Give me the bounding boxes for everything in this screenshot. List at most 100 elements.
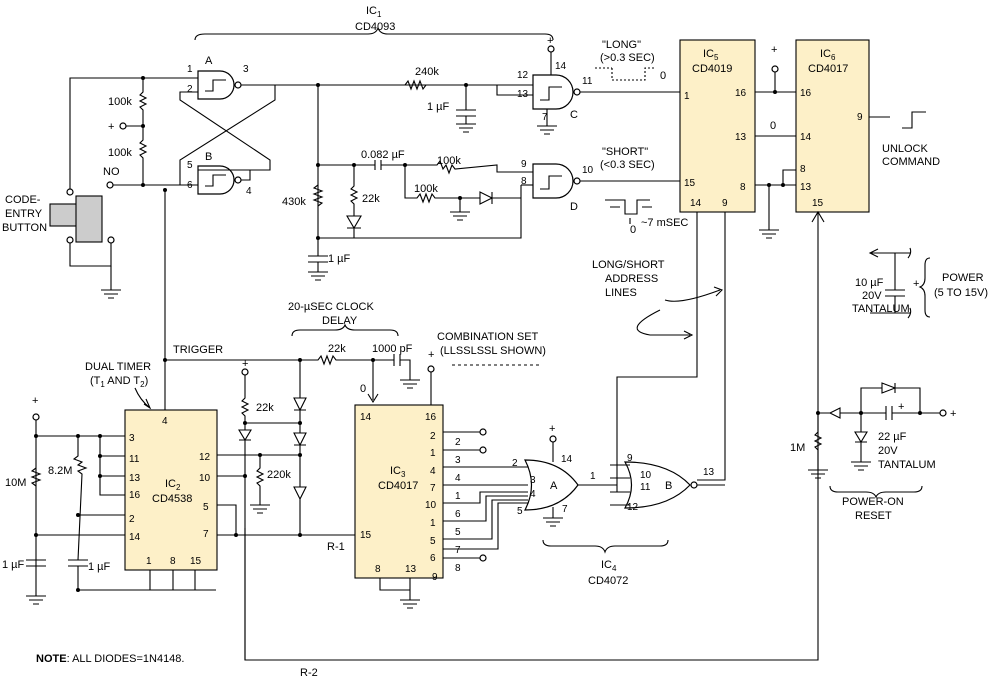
svg-text:1 µF: 1 µF [427, 101, 450, 113]
svg-text:CD4019: CD4019 [692, 63, 732, 75]
svg-text:220k: 220k [267, 469, 291, 481]
svg-text:9: 9 [432, 572, 438, 583]
svg-text:14: 14 [555, 61, 567, 72]
svg-text:100k: 100k [108, 147, 132, 159]
svg-text:1: 1 [146, 556, 152, 567]
svg-text:100k: 100k [437, 155, 461, 167]
svg-text:NO: NO [103, 166, 120, 178]
svg-text:LONG/SHORT: LONG/SHORT [592, 259, 665, 271]
svg-text:LINES: LINES [605, 287, 637, 299]
svg-text:A: A [550, 480, 558, 492]
svg-text:10: 10 [199, 473, 211, 484]
svg-text:R-2: R-2 [300, 667, 318, 678]
svg-text:POWER: POWER [942, 272, 984, 284]
svg-text:IC5: IC5 [703, 48, 719, 62]
svg-text:CD4017: CD4017 [808, 63, 848, 75]
code-entry-button: CODE- ENTRY BUTTON [2, 188, 121, 299]
svg-text:20-µSEC CLOCK: 20-µSEC CLOCK [288, 301, 374, 313]
ic1-brace [194, 26, 554, 41]
svg-text:1M: 1M [790, 442, 805, 454]
svg-text:6: 6 [455, 509, 461, 520]
svg-text:16: 16 [735, 88, 747, 99]
svg-text:1: 1 [455, 491, 461, 502]
svg-text:4: 4 [455, 473, 461, 484]
svg-text:8: 8 [170, 556, 176, 567]
svg-text:D: D [570, 201, 578, 213]
svg-text:0.082 µF: 0.082 µF [361, 149, 405, 161]
svg-text:13: 13 [517, 89, 529, 100]
svg-text:CD4538: CD4538 [152, 493, 192, 505]
svg-text:RESET: RESET [855, 510, 892, 522]
capacitor-1uf-a [456, 85, 476, 133]
svg-text:3: 3 [530, 475, 536, 486]
svg-text:3: 3 [455, 455, 461, 466]
svg-text:8: 8 [740, 182, 746, 193]
svg-text:"SHORT": "SHORT" [602, 146, 648, 158]
svg-text:15: 15 [360, 530, 372, 541]
ic5-cd4019: IC5 CD4019 1 15 16 13 8 14 9 [679, 39, 756, 213]
svg-text:10M: 10M [5, 477, 26, 489]
svg-text:IC6: IC6 [820, 48, 836, 62]
resistor-100k-ladder [138, 78, 148, 185]
svg-text:11: 11 [640, 482, 651, 493]
svg-text:13: 13 [129, 473, 141, 484]
ic2-cd4538: IC2 CD4538 4 3 11 13 16 2 14 12 10 5 7 1… [124, 409, 218, 571]
svg-text:IC1: IC1 [366, 5, 382, 19]
svg-text:1: 1 [187, 64, 193, 75]
latch-cross-1 [179, 91, 271, 171]
svg-text:C: C [570, 109, 578, 121]
svg-text:5: 5 [455, 527, 461, 538]
svg-text:13: 13 [703, 467, 715, 478]
svg-text:+: + [771, 44, 777, 56]
svg-text:14: 14 [561, 454, 573, 465]
svg-text:+: + [428, 349, 434, 361]
svg-text:+: + [898, 401, 904, 413]
svg-text:10: 10 [640, 470, 652, 481]
svg-text:430k: 430k [282, 196, 306, 208]
svg-text:7: 7 [542, 112, 548, 123]
svg-text:8: 8 [521, 176, 527, 187]
svg-text:5: 5 [187, 160, 193, 171]
svg-text:5: 5 [430, 536, 436, 547]
svg-text:14: 14 [129, 532, 141, 543]
svg-text:11: 11 [582, 76, 593, 87]
svg-text:13: 13 [405, 564, 417, 575]
svg-text:1 µF: 1 µF [88, 561, 111, 573]
svg-text:1 µF: 1 µF [328, 253, 351, 265]
svg-text:2: 2 [430, 431, 436, 442]
svg-text:1: 1 [684, 91, 690, 102]
svg-text:ENTRY: ENTRY [5, 208, 43, 220]
svg-text:+: + [547, 35, 553, 47]
svg-text:+: + [242, 358, 248, 370]
capacitor-0082uf [374, 160, 405, 170]
svg-text:DUAL TIMER: DUAL TIMER [85, 361, 151, 373]
svg-text:8: 8 [455, 563, 461, 574]
svg-text:1: 1 [590, 471, 596, 482]
svg-text:5: 5 [203, 502, 209, 513]
svg-text:(LLSSLSSL SHOWN): (LLSSLSSL SHOWN) [440, 345, 546, 357]
svg-text:TANTALUM: TANTALUM [878, 459, 936, 471]
svg-text:5: 5 [517, 506, 523, 517]
nand-gate-c: C [532, 74, 581, 121]
svg-text:8: 8 [375, 564, 381, 575]
svg-text:"LONG": "LONG" [602, 39, 641, 51]
svg-text:20V: 20V [878, 445, 898, 457]
resistor-240k [404, 79, 497, 91]
svg-text:100k: 100k [414, 183, 438, 195]
svg-text:TRIGGER: TRIGGER [173, 344, 223, 356]
svg-text:A: A [205, 55, 213, 67]
svg-text:7: 7 [562, 504, 568, 515]
svg-text:+: + [108, 121, 114, 133]
nand-gate-d: D [532, 163, 581, 213]
svg-text:13: 13 [735, 132, 747, 143]
svg-text:7: 7 [430, 483, 436, 494]
or-gate-a: A [524, 459, 579, 511]
svg-text:+: + [549, 423, 555, 435]
svg-text:CD4093: CD4093 [355, 21, 395, 33]
svg-text:22 µF: 22 µF [878, 431, 907, 443]
svg-text:16: 16 [425, 412, 437, 423]
svg-text:11: 11 [129, 454, 140, 465]
svg-text:12: 12 [199, 452, 211, 463]
svg-text:22k: 22k [362, 193, 380, 205]
svg-text:9: 9 [857, 112, 863, 123]
